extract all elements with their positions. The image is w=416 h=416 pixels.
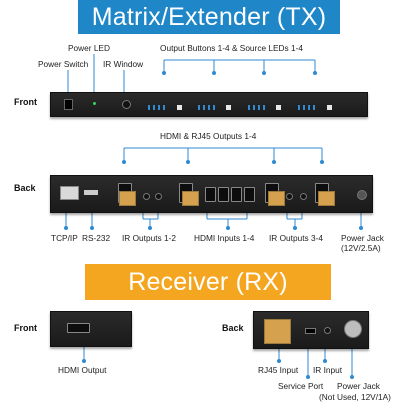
rs232-label: RS-232 <box>82 233 111 243</box>
source-led-icon <box>263 105 265 110</box>
source-led-icon <box>313 105 315 110</box>
power-led <box>93 102 96 105</box>
output-button-1[interactable] <box>177 105 182 110</box>
hdmi-inputs-label: HDMI Inputs 1-4 <box>194 233 255 243</box>
tcp-ip-port[interactable] <box>60 186 79 200</box>
hdmi-input-3[interactable] <box>231 187 242 202</box>
ir-window-label: IR Window <box>103 59 144 69</box>
rx-back-side-label: Back <box>222 323 244 333</box>
source-led-icon <box>153 105 155 110</box>
ir-window <box>122 100 131 109</box>
rx-power-jack-label: Power Jack <box>337 381 380 391</box>
source-led-icon <box>248 105 250 110</box>
ir-output-1[interactable] <box>143 193 150 200</box>
source-led-icon <box>308 105 310 110</box>
rx-rj45-input-label: RJ45 Input <box>258 365 299 375</box>
source-led-icon <box>203 105 205 110</box>
rx-service-port-label: Service Port <box>278 381 324 391</box>
source-led-icon <box>163 105 165 110</box>
rj45-output-3[interactable] <box>268 191 285 206</box>
hdmi-rj45-outputs-label: HDMI & RJ45 Outputs 1-4 <box>160 131 257 141</box>
output-button-2[interactable] <box>226 105 231 110</box>
power-led-label: Power LED <box>68 43 110 53</box>
tx-back-side-label: Back <box>14 183 36 193</box>
hdmi-input-1[interactable] <box>205 187 216 202</box>
rx-banner: Receiver (RX) <box>85 264 331 300</box>
rj45-output-2[interactable] <box>182 191 199 206</box>
tx-power-jack-label: Power Jack <box>341 233 384 243</box>
source-led-icon <box>208 105 210 110</box>
tx-front-panel <box>50 92 368 117</box>
power-switch-label: Power Switch <box>38 59 89 69</box>
rx-service-port[interactable] <box>305 328 316 334</box>
rx-rj45-input[interactable] <box>264 319 291 344</box>
output-button-3[interactable] <box>276 105 281 110</box>
tcp-ip-label: TCP/IP <box>51 233 78 243</box>
tx-power-jack-spec: (12V/2.5A) <box>341 243 381 253</box>
rx-power-jack[interactable] <box>344 320 362 338</box>
hdmi-input-4[interactable] <box>244 187 255 202</box>
rx-hdmi-output-label: HDMI Output <box>58 365 107 375</box>
source-led-icon <box>213 105 215 110</box>
source-led-icon <box>253 105 255 110</box>
rs232-port[interactable] <box>84 190 98 195</box>
source-led-icon <box>198 105 200 110</box>
tx-back-panel <box>50 175 373 213</box>
ir-output-2[interactable] <box>155 193 162 200</box>
rx-ir-input-label: IR Input <box>313 365 343 375</box>
power-switch[interactable] <box>64 99 73 110</box>
ir-output-3[interactable] <box>286 193 293 200</box>
source-led-icon <box>158 105 160 110</box>
rj45-output-1[interactable] <box>119 191 136 206</box>
rx-front-side-label: Front <box>14 323 37 333</box>
rx-front-panel <box>50 311 132 347</box>
source-led-icon <box>303 105 305 110</box>
source-led-icon <box>148 105 150 110</box>
tx-power-jack[interactable] <box>357 190 367 200</box>
tx-front-side-label: Front <box>14 97 37 107</box>
tx-banner: Matrix/Extender (TX) <box>78 0 340 34</box>
hdmi-input-2[interactable] <box>218 187 229 202</box>
output-buttons-label: Output Buttons 1-4 & Source LEDs 1-4 <box>160 43 303 53</box>
output-button-4[interactable] <box>327 105 332 110</box>
rx-power-jack-spec: (Not Used, 12V/1A) <box>319 392 391 402</box>
ir-outputs-1-2-label: IR Outputs 1-2 <box>122 233 176 243</box>
ir-output-4[interactable] <box>300 193 307 200</box>
rj45-output-4[interactable] <box>318 191 335 206</box>
ir-outputs-3-4-label: IR Outputs 3-4 <box>269 233 323 243</box>
source-led-icon <box>298 105 300 110</box>
source-led-icon <box>258 105 260 110</box>
rx-ir-input[interactable] <box>324 327 331 334</box>
rx-back-panel <box>253 311 369 349</box>
rx-hdmi-output[interactable] <box>67 323 90 333</box>
